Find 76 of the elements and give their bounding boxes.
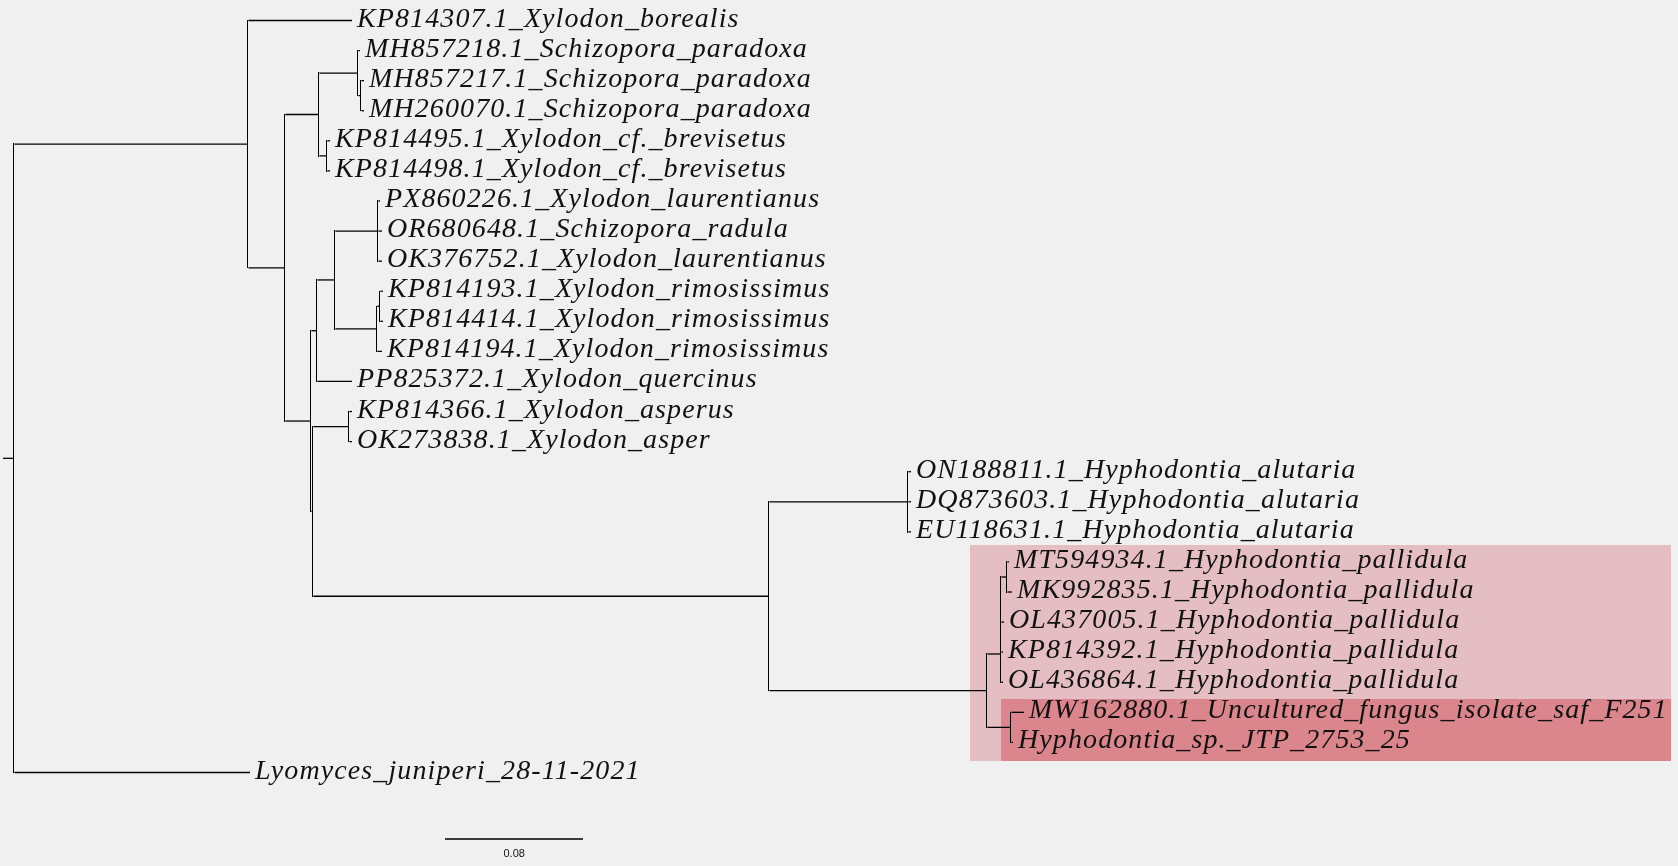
taxon-label: MH260070.1_Schizopora_paradoxa: [364, 93, 812, 122]
taxon-label: KP814392.1_Hyphodontia_pallidula: [1003, 635, 1460, 664]
branch-line: [247, 19, 353, 22]
taxon-label: OL437005.1_Hyphodontia_pallidula: [1004, 605, 1461, 634]
branch-line: [13, 143, 248, 145]
branch-line: [1000, 651, 1004, 653]
taxon-label: PX860226.1_Xylodon_laurentianus: [380, 183, 821, 212]
branch-line: [326, 140, 331, 142]
branch-line: [357, 49, 361, 52]
taxon-label: KP814193.1_Xylodon_rimosissimus: [383, 274, 831, 303]
branch-line: [334, 230, 378, 232]
branch-line: [312, 425, 349, 428]
branch-line: [1006, 591, 1013, 593]
taxon-label: ON188811.1_Hyphodontia_alutaria: [911, 454, 1357, 483]
branch-line: [986, 653, 1001, 655]
branch-line: [379, 320, 384, 322]
branch-line: [348, 440, 353, 443]
highlight-box: [970, 544, 1671, 762]
branch-line: [907, 531, 912, 533]
branch-line: [907, 471, 912, 473]
branch-line: [377, 200, 381, 202]
taxon-label: OL436864.1_Hyphodontia_pallidula: [1003, 665, 1460, 694]
taxon-label: OK273838.1_Xylodon_asper: [352, 424, 711, 453]
taxon-label: KP814498.1_Xylodon_cf._brevisetus: [330, 153, 788, 182]
branch-line: [318, 72, 358, 74]
highlight-box: [1001, 699, 1671, 762]
branch-line: [334, 328, 377, 330]
branch-line: [360, 80, 365, 82]
branch-line: [986, 726, 1011, 729]
branch-line: [1010, 711, 1025, 713]
taxon-label: DQ873603.1_Hyphodontia_alutaria: [911, 484, 1360, 513]
branch-line: [326, 170, 331, 172]
branch-line: [377, 230, 383, 232]
branch-line: [376, 350, 383, 353]
branch-line: [316, 380, 353, 383]
branch-line: [379, 290, 384, 292]
branch-line: [377, 260, 383, 262]
taxon-label: KP814366.1_Xylodon_asperus: [352, 394, 735, 423]
taxon-label: MT594934.1_Hyphodontia_pallidula: [1009, 544, 1469, 573]
branch-line: [768, 501, 908, 503]
branch-line: [768, 690, 987, 692]
taxon-label: KP814307.1_Xylodon_borealis: [352, 3, 740, 32]
root-branch: [2, 457, 14, 459]
taxon-label: OK376752.1_Xylodon_laurentianus: [382, 244, 827, 273]
taxon-label: KP814194.1_Xylodon_rimosissimus: [382, 334, 830, 363]
branch-line: [907, 501, 912, 503]
taxon-label: MH857217.1_Schizopora_paradoxa: [364, 63, 812, 92]
branch-line: [1006, 561, 1010, 563]
taxon-label: OR680648.1_Schizopora_radula: [382, 214, 789, 243]
branch-line: [284, 420, 311, 422]
branch-line: [310, 330, 317, 332]
taxon-label: KP814414.1_Xylodon_rimosissimus: [383, 304, 831, 333]
taxon-label: KP814495.1_Xylodon_cf._brevisetus: [330, 123, 788, 152]
branch-line: [13, 771, 251, 774]
branch-line: [318, 155, 327, 157]
taxon-label: Lyomyces_juniperi_28-11-2021: [250, 755, 641, 784]
branch-line: [348, 410, 353, 413]
branch-line: [360, 110, 365, 112]
taxon-label: MK992835.1_Hyphodontia_pallidula: [1012, 575, 1475, 603]
taxon-label: Hyphodontia_sp._JTP_2753_25: [1013, 725, 1411, 754]
branch-line: [1010, 741, 1014, 744]
taxon-label: MH857218.1_Schizopora_paradoxa: [360, 33, 808, 62]
branch-line: [247, 267, 285, 269]
scale-label: 0.08: [503, 847, 525, 859]
branch-line: [284, 113, 319, 116]
branch-line: [1000, 576, 1007, 578]
taxon-label: MW162880.1_Uncultured_fungus_isolate_saf_F251: [1024, 695, 1668, 724]
branch-line: [312, 595, 769, 597]
branch-line: [357, 95, 361, 97]
taxon-label: EU118631.1_Hyphodontia_alutaria: [911, 514, 1355, 543]
branch-line: [1000, 621, 1005, 623]
branch-line: [1000, 681, 1004, 683]
branch-line: [310, 510, 313, 513]
branch-line: [316, 279, 335, 281]
taxon-label: PP825372.1_Xylodon_quercinus: [352, 364, 758, 393]
branch-line: [376, 305, 380, 307]
